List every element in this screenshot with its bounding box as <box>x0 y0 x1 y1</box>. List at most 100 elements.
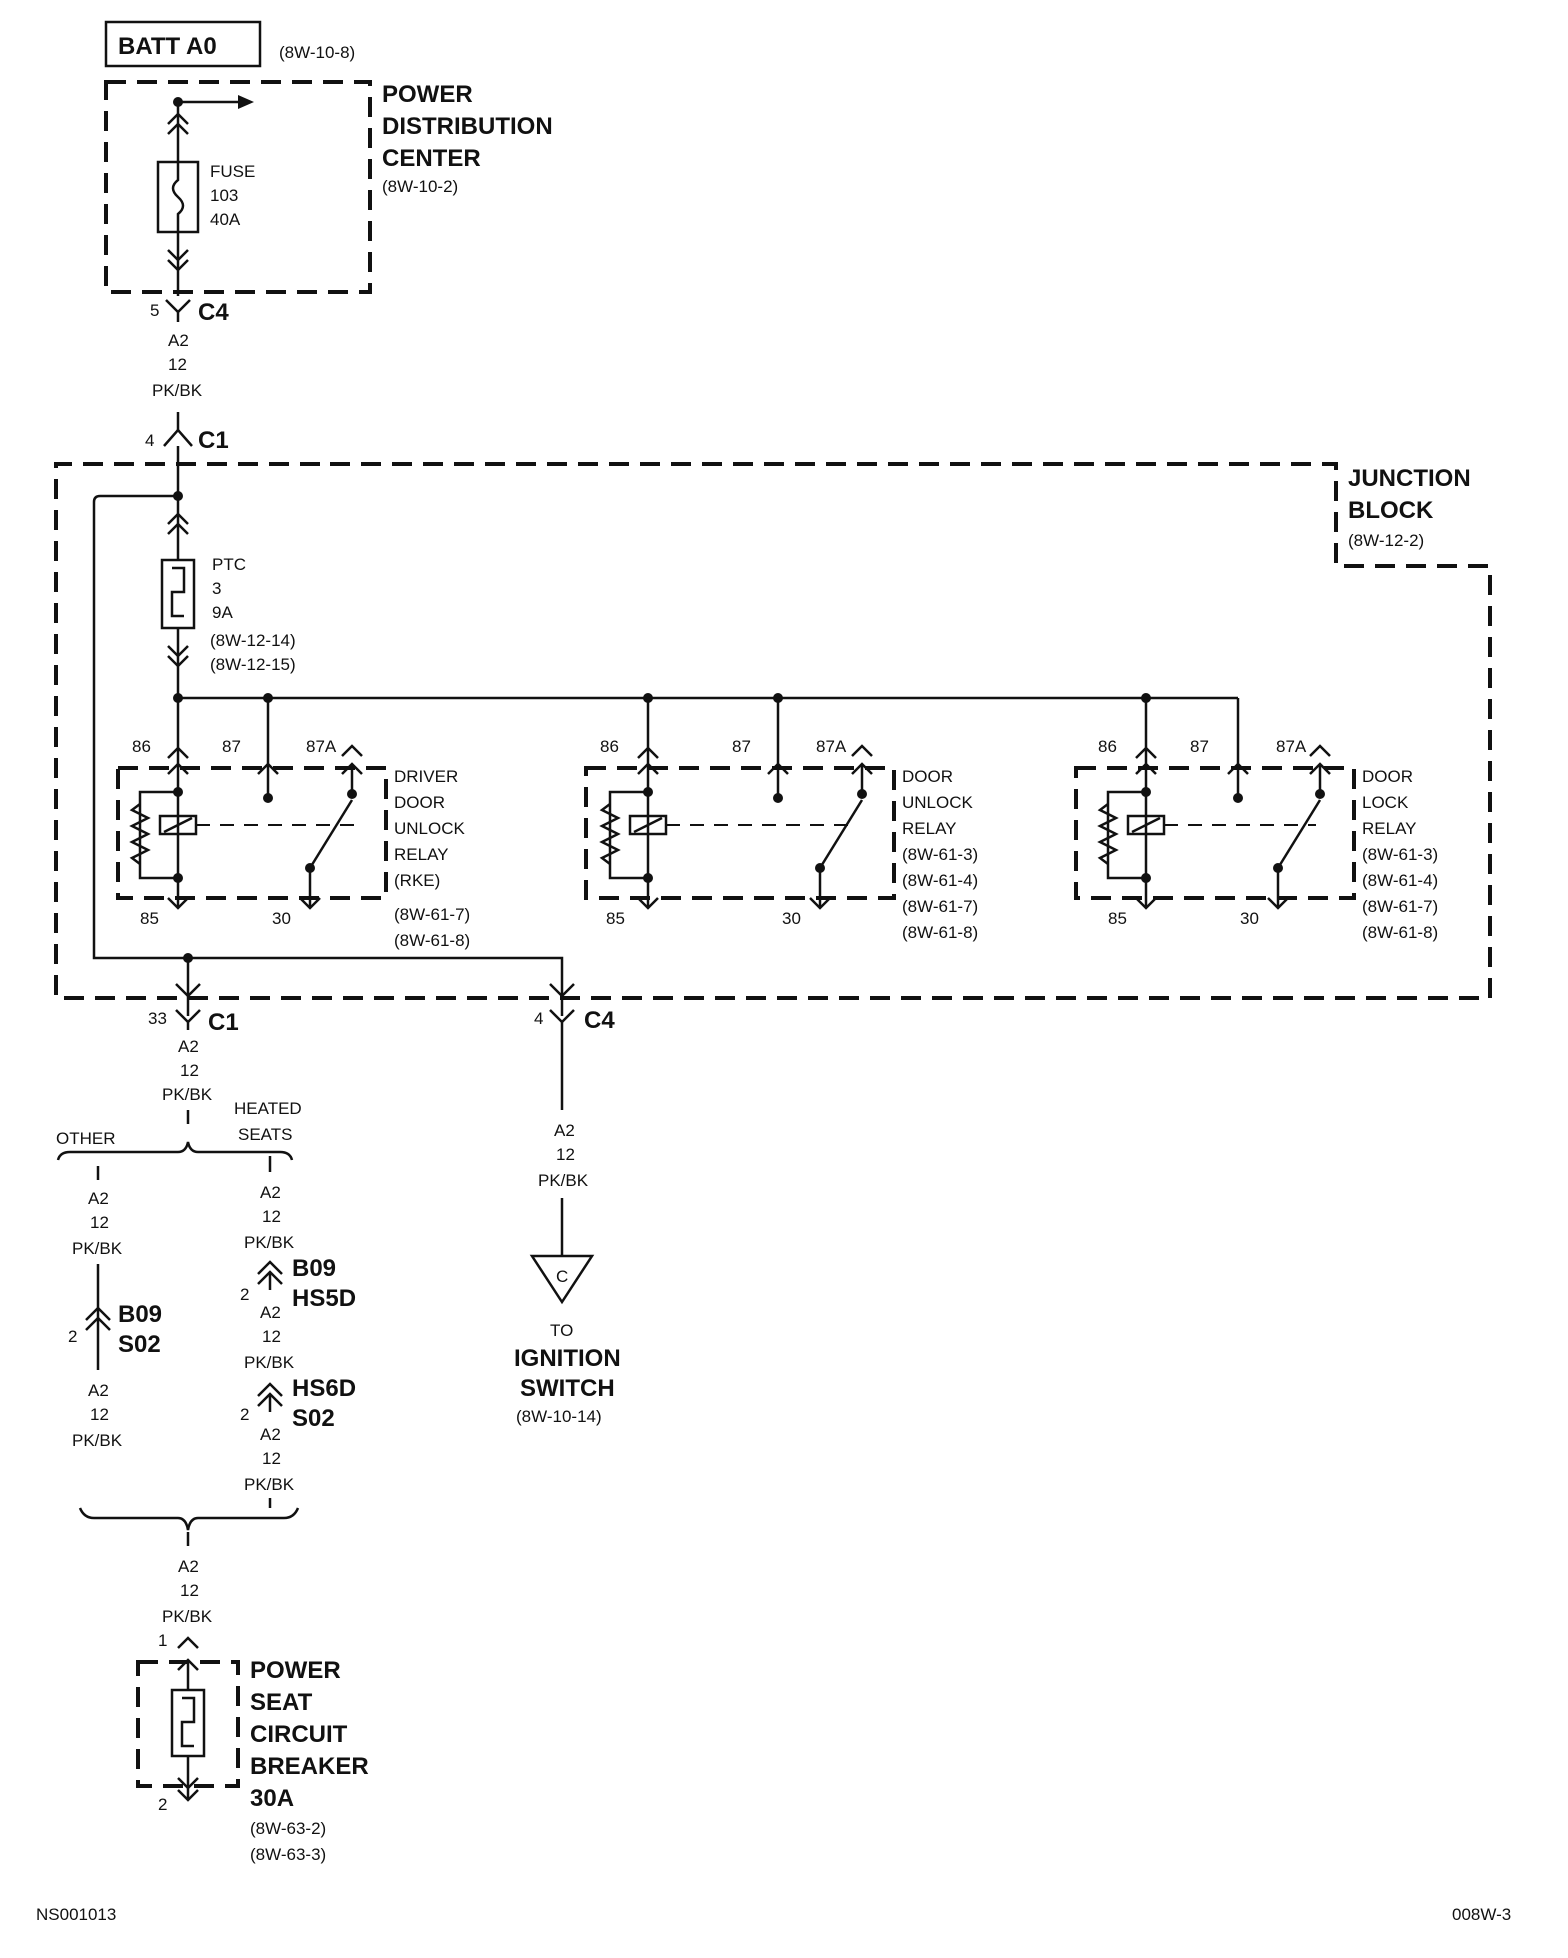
relay1-ref-2: (8W-61-8) <box>394 931 470 950</box>
relay2-pin85: 85 <box>606 909 625 928</box>
heated-hs6d-label: HS6D <box>292 1375 356 1402</box>
branch-other-label: OTHER <box>56 1129 116 1148</box>
relay3-pin86-connector-icon <box>1135 746 1157 775</box>
ignition-label-2: SWITCH <box>520 1375 615 1402</box>
other-splice-pin: 2 <box>68 1327 77 1346</box>
ptc-body <box>160 558 196 630</box>
relay2-pin87a: 87A <box>816 737 847 756</box>
pdc-ref: (8W-10-2) <box>382 177 458 196</box>
relay3-resistor-icon <box>1097 803 1119 865</box>
c1-bottom-label: C1 <box>208 1009 239 1036</box>
split-brace: OTHER HEATED SEATS <box>56 1099 302 1161</box>
ignition-label-1: IGNITION <box>514 1345 621 1372</box>
other-wire1-12: 12 <box>90 1213 109 1232</box>
connector-c1-top: 4 C1 <box>145 412 229 454</box>
wire-top-pkbk: PK/BK <box>152 381 203 400</box>
batt-box <box>104 20 262 68</box>
relay2-ref-4: (8W-61-8) <box>902 923 978 942</box>
pdc-label-1: POWER <box>382 81 473 108</box>
merge-wire-a2: A2 <box>178 1557 199 1576</box>
relay-door-unlock: 86 87 87A 85 30 DOOR UNLOCK RELAY (8W-61… <box>584 698 978 942</box>
relay1-box <box>116 766 388 900</box>
relay3-pin30: 30 <box>1240 909 1259 928</box>
jb-output-wiring <box>175 953 575 1016</box>
heated-hs5d-b09: B09 <box>292 1255 336 1282</box>
relay3-label-1: DOOR <box>1362 767 1413 786</box>
wire-top-12: 12 <box>168 355 187 374</box>
c4-top-connector-icon <box>165 299 191 314</box>
relay1-label-4: RELAY <box>394 845 449 864</box>
connector-c4-top: 5 C4 A2 12 PK/BK <box>150 299 229 400</box>
c4-bottom-label: C4 <box>584 1007 615 1034</box>
relay3-switch-arm <box>1276 799 1322 869</box>
batt-label: BATT A0 <box>118 33 217 60</box>
relay2-label-2: UNLOCK <box>902 793 974 812</box>
branch-heated-seats: A2 12 PK/BK 2 B09 HS5D A2 12 PK/BK 2 HS6… <box>240 1156 356 1508</box>
relay3-pin86: 86 <box>1098 737 1117 756</box>
heated-wire2-pkbk: PK/BK <box>244 1353 295 1372</box>
relay2-pin87: 87 <box>732 737 751 756</box>
fuse-top-connector-icon <box>167 112 189 135</box>
relay3-pin87-connector-icon <box>1227 762 1249 775</box>
relay-door-lock: 86 87 87A 85 30 DOOR LOCK RELAY (8W-61-3… <box>1074 698 1438 942</box>
relay2-ref-2: (8W-61-4) <box>902 871 978 890</box>
other-splice-connector-icon <box>85 1306 111 1331</box>
junction-block-box <box>54 462 1492 1000</box>
fuse-label-2: 103 <box>210 186 238 205</box>
relay2-resistor-icon <box>599 803 621 865</box>
heated-wire1-12: 12 <box>262 1207 281 1226</box>
relay1-pin87: 87 <box>222 737 241 756</box>
c1-top-label: C1 <box>198 427 229 454</box>
psb-ref-1: (8W-63-2) <box>250 1819 326 1838</box>
relay3-ref-2: (8W-61-4) <box>1362 871 1438 890</box>
relay1-pin86: 86 <box>132 737 151 756</box>
wire-c1-pkbk: PK/BK <box>162 1085 213 1104</box>
relay2-box <box>584 766 896 900</box>
other-wire1-a2: A2 <box>88 1189 109 1208</box>
heated-wire1-pkbk: PK/BK <box>244 1233 295 1252</box>
psb-label-3: CIRCUIT <box>250 1721 348 1748</box>
merge-wire-12: 12 <box>180 1581 199 1600</box>
psb-label-2: SEAT <box>250 1689 313 1716</box>
psb-ref-2: (8W-63-3) <box>250 1845 326 1864</box>
psb-label-1: POWER <box>250 1657 341 1684</box>
branch-other: A2 12 PK/BK 2 B09 S02 A2 12 PK/BK <box>68 1166 162 1450</box>
c4-bottom-pin: 4 <box>534 1009 543 1028</box>
relay1-pin87a-stub-icon <box>341 744 363 757</box>
relay3-label-2: LOCK <box>1362 793 1409 812</box>
wire-c1-a2: A2 <box>178 1037 199 1056</box>
relay2-ref-3: (8W-61-7) <box>902 897 978 916</box>
ptc-bottom-connector-icon <box>167 645 189 668</box>
c4-top-pin: 5 <box>150 301 159 320</box>
fuse-element-icon <box>171 162 185 232</box>
relay2-pin86: 86 <box>600 737 619 756</box>
heated-wire3-12: 12 <box>262 1449 281 1468</box>
pdc-label-2: DISTRIBUTION <box>382 113 553 140</box>
other-wire1-pkbk: PK/BK <box>72 1239 123 1258</box>
fuse-bottom-connector-icon <box>167 249 189 272</box>
psb-label-4: BREAKER <box>250 1753 369 1780</box>
heated-wire1-a2: A2 <box>260 1183 281 1202</box>
c1-output-arrow-icon <box>175 983 201 998</box>
ptc-ref-1: (8W-12-14) <box>210 631 296 650</box>
psb-label-5: 30A <box>250 1785 294 1812</box>
relay1-pin87-connector-icon <box>257 762 279 775</box>
relay1-resistor-icon <box>129 803 151 865</box>
split-brace-line <box>56 1141 294 1161</box>
heated-wire3-pkbk: PK/BK <box>244 1475 295 1494</box>
relay3-pin87a-stub-icon <box>1309 744 1331 757</box>
power-distribution-center: POWER DISTRIBUTION CENTER (8W-10-2) FUSE… <box>104 80 553 296</box>
ignition-ref: (8W-10-14) <box>516 1407 602 1426</box>
heated-hs6d-pin: 2 <box>240 1405 249 1424</box>
psb-breaker-element-icon <box>180 1696 196 1748</box>
relay1-pin86-connector-icon <box>167 746 189 775</box>
heated-wire3-a2: A2 <box>260 1425 281 1444</box>
pdc-label-3: CENTER <box>382 145 481 172</box>
merge-wire-pkbk: PK/BK <box>162 1607 213 1626</box>
junction-block: JUNCTION BLOCK (8W-12-2) <box>54 462 1492 1000</box>
c1-top-pin: 4 <box>145 431 154 450</box>
relay2-pin87a-stub-icon <box>851 744 873 757</box>
batt-ref: (8W-10-8) <box>279 43 355 62</box>
c4-top-label: C4 <box>198 299 229 326</box>
